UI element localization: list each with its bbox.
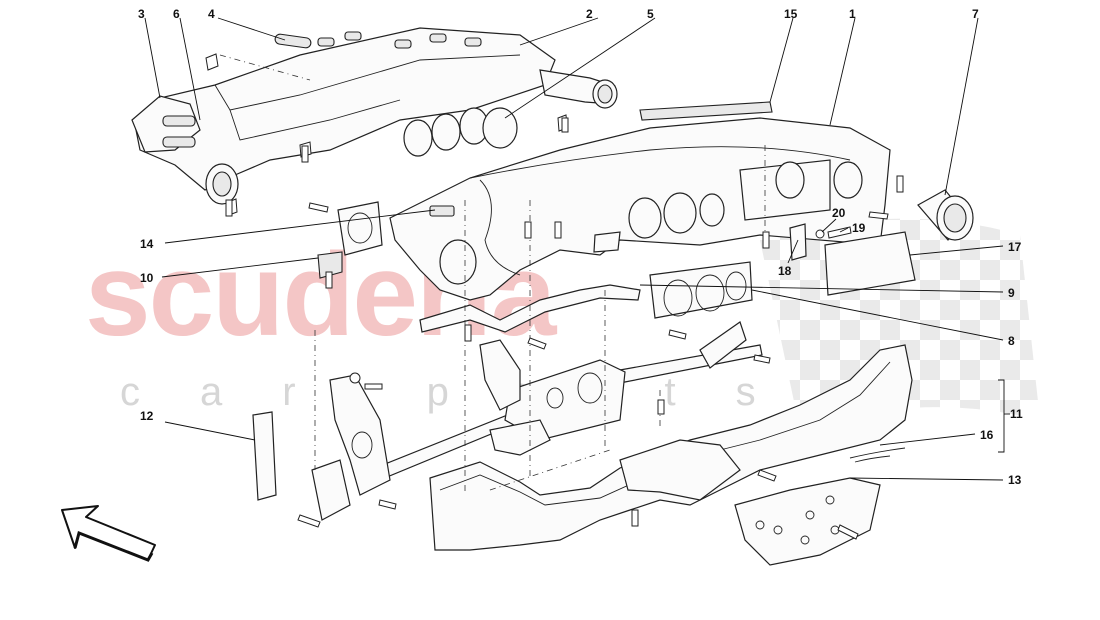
callout-7: 7: [972, 7, 979, 21]
callout-2: 2: [586, 7, 593, 21]
callout-9: 9: [1008, 286, 1015, 300]
callout-5: 5: [647, 7, 654, 21]
assembly-lines: [219, 54, 766, 495]
callout-16: 16: [980, 428, 994, 442]
callout-13: 13: [1008, 473, 1022, 487]
watermark-tagline: car parts: [120, 370, 816, 414]
callout-1: 1: [849, 7, 856, 21]
callout-6: 6: [173, 7, 180, 21]
arrow-icon: [61, 505, 156, 562]
callout-17: 17: [1008, 240, 1022, 254]
air-duct-assembly: [131, 27, 618, 216]
callout-15: 15: [784, 7, 798, 21]
callout-19: 19: [852, 221, 866, 235]
left-support-bracket: [311, 372, 391, 521]
instrument-bracket: [317, 201, 383, 279]
leader-lines: [144, 17, 1010, 481]
callout-20: 20: [832, 206, 846, 220]
glove-box-panel: [824, 231, 916, 296]
callout-10: 10: [140, 271, 154, 285]
callout-12: 12: [140, 409, 154, 423]
lower-dash-trim: [429, 344, 913, 551]
callout-8: 8: [1008, 334, 1015, 348]
lower-cover-plate: [734, 477, 881, 566]
callout-3: 3: [138, 7, 145, 21]
callout-14: 14: [140, 237, 154, 251]
cluster-bracket: [649, 261, 753, 319]
callout-4: 4: [208, 7, 215, 21]
round-vent-ring: [482, 107, 518, 149]
vent-grille: [274, 33, 312, 49]
callout-11: 11: [1010, 407, 1023, 421]
callout-18: 18: [778, 264, 792, 278]
cross-beam: [369, 321, 763, 483]
fasteners: [225, 117, 904, 540]
round-air-vent: [917, 189, 974, 241]
side-plate: [252, 411, 277, 501]
mounting-clip: [789, 223, 807, 261]
